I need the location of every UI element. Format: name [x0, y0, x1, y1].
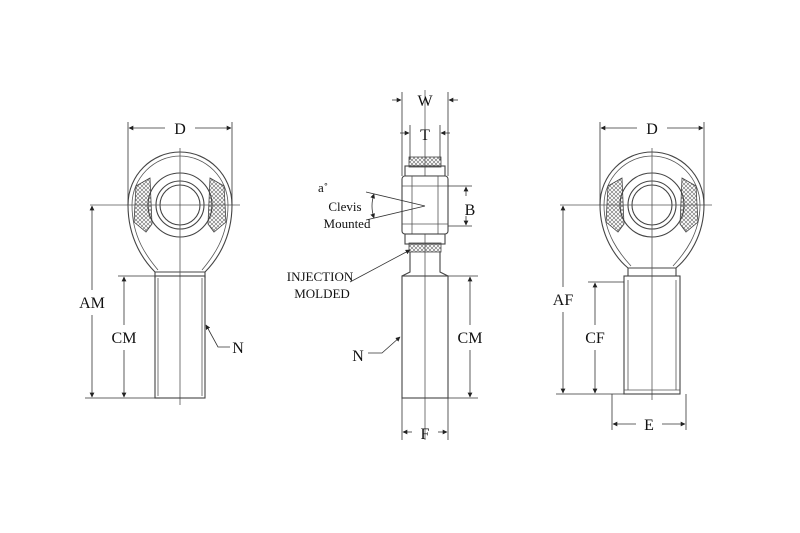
right-d-label: D: [646, 121, 658, 138]
side-bottom-hatch: [408, 242, 442, 253]
right-af-label: AF: [553, 292, 574, 309]
side-angle-arc: [370, 193, 375, 219]
side-shank: [401, 275, 449, 399]
side-ball-body: [401, 175, 449, 235]
side-angle-line-1: [365, 191, 426, 207]
side-angle-label: a˚: [318, 180, 328, 195]
side-view: W T B a˚ Clevis Mounted INJECTION MOLDED…: [287, 90, 483, 443]
side-angle-line-2: [365, 205, 426, 221]
right-housing: [623, 275, 681, 395]
right-view: D AF CF E: [553, 121, 712, 434]
right-e-label: E: [644, 417, 654, 434]
side-n-label: N: [352, 348, 364, 365]
side-n-leader: [368, 336, 401, 354]
side-f-label: F: [421, 426, 430, 443]
left-cm-label: CM: [112, 330, 137, 347]
left-view: D AM CM N: [79, 121, 244, 405]
side-t-label: T: [420, 127, 430, 144]
side-neck: [401, 252, 449, 277]
left-n-leader: [205, 324, 230, 348]
side-cm-label: CM: [458, 330, 483, 347]
left-n-label: N: [232, 340, 244, 357]
side-b-label: B: [465, 202, 476, 219]
left-shank: [154, 275, 206, 399]
side-mounted-label: Mounted: [324, 216, 371, 231]
left-am-label: AM: [79, 295, 105, 312]
side-w-label: W: [417, 93, 433, 110]
side-molded-label: MOLDED: [294, 286, 350, 301]
side-injection-label: INJECTION: [287, 269, 354, 284]
right-cf-label: CF: [585, 330, 605, 347]
side-top-hatch: [408, 156, 442, 168]
side-injection-leader: [349, 249, 411, 283]
left-d-label: D: [174, 121, 186, 138]
side-clevis-label: Clevis: [328, 199, 361, 214]
